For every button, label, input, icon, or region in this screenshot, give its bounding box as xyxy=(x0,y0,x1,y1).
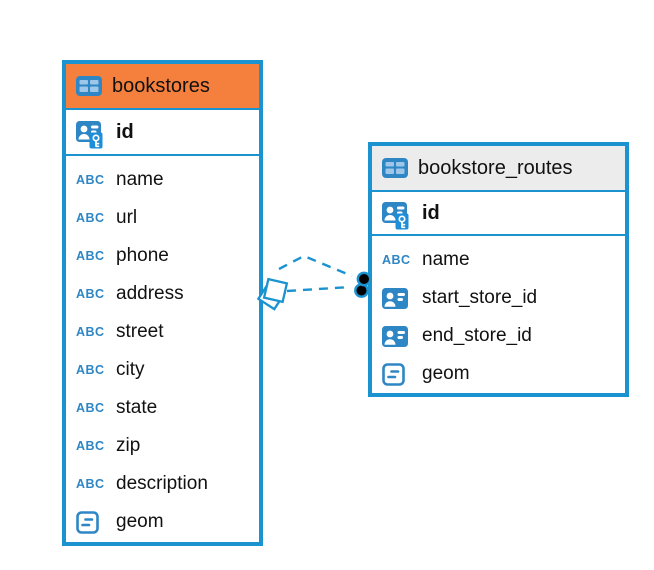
column-row-address[interactable]: ABC address xyxy=(66,275,259,313)
text-type-icon: ABC xyxy=(76,326,107,339)
table-title: bookstore_routes xyxy=(418,156,573,179)
table-bookstore-routes[interactable]: bookstore_routes id ABC name start_store_i… xyxy=(368,142,629,397)
abc-glyph: ABC xyxy=(76,438,105,453)
table-title: bookstores xyxy=(112,74,210,97)
column-name: description xyxy=(116,473,208,494)
abc-glyph: ABC xyxy=(76,324,105,339)
column-row-start_store_id[interactable]: start_store_id xyxy=(372,279,625,317)
column-row-id[interactable]: id xyxy=(66,110,259,156)
reference-icon xyxy=(382,287,413,309)
column-row-phone[interactable]: ABC phone xyxy=(66,237,259,275)
table-bookstore-routes-header[interactable]: bookstore_routes xyxy=(372,146,625,192)
column-name: street xyxy=(116,321,164,342)
column-row-url[interactable]: ABC url xyxy=(66,199,259,237)
column-row-zip[interactable]: ABC zip xyxy=(66,427,259,465)
column-row-street[interactable]: ABC street xyxy=(66,313,259,351)
relationship-line[interactable] xyxy=(286,285,351,293)
text-type-icon: ABC xyxy=(382,254,413,267)
table-icon xyxy=(76,76,102,96)
column-name: address xyxy=(116,283,184,304)
abc-glyph: ABC xyxy=(76,248,105,263)
column-row-state[interactable]: ABC state xyxy=(66,389,259,427)
column-name: start_store_id xyxy=(422,287,538,308)
column-name: zip xyxy=(116,435,141,456)
column-name: url xyxy=(116,207,138,228)
column-row-geom[interactable]: geom xyxy=(66,503,259,541)
abc-glyph: ABC xyxy=(76,362,105,377)
column-name: end_store_id xyxy=(422,325,532,346)
geometry-icon xyxy=(76,510,107,534)
text-type-icon: ABC xyxy=(76,478,107,491)
geometry-icon xyxy=(382,362,413,386)
column-name: state xyxy=(116,397,158,418)
text-type-icon: ABC xyxy=(76,364,107,377)
column-row-id[interactable]: id xyxy=(372,192,625,236)
text-type-icon: ABC xyxy=(76,440,107,453)
column-row-name[interactable]: ABC name xyxy=(66,161,259,199)
column-row-end_store_id[interactable]: end_store_id xyxy=(372,317,625,355)
column-row-geom[interactable]: geom xyxy=(372,355,625,393)
abc-glyph: ABC xyxy=(76,400,105,415)
abc-glyph: ABC xyxy=(76,476,105,491)
table-bookstores-header[interactable]: bookstores xyxy=(66,64,259,110)
column-name: id xyxy=(116,120,134,143)
reference-icon xyxy=(382,325,413,347)
relationship-line[interactable] xyxy=(278,254,353,278)
column-name: phone xyxy=(116,245,169,266)
column-name: name xyxy=(422,249,470,270)
column-row-name[interactable]: ABC name xyxy=(372,241,625,279)
column-name: geom xyxy=(116,511,164,532)
abc-glyph: ABC xyxy=(76,210,105,225)
text-type-icon: ABC xyxy=(76,402,107,415)
primary-key-icon xyxy=(76,120,107,150)
abc-glyph: ABC xyxy=(382,252,411,267)
text-type-icon: ABC xyxy=(76,212,107,225)
table-icon xyxy=(382,158,408,178)
abc-glyph: ABC xyxy=(76,286,105,301)
column-name: city xyxy=(116,359,145,380)
column-name: geom xyxy=(422,363,470,384)
abc-glyph: ABC xyxy=(76,172,105,187)
primary-key-icon xyxy=(382,201,413,231)
column-name: name xyxy=(116,169,164,190)
column-row-description[interactable]: ABC description xyxy=(66,465,259,503)
column-name: id xyxy=(422,201,440,224)
column-row-city[interactable]: ABC city xyxy=(66,351,259,389)
text-type-icon: ABC xyxy=(76,174,107,187)
text-type-icon: ABC xyxy=(76,250,107,263)
text-type-icon: ABC xyxy=(76,288,107,301)
